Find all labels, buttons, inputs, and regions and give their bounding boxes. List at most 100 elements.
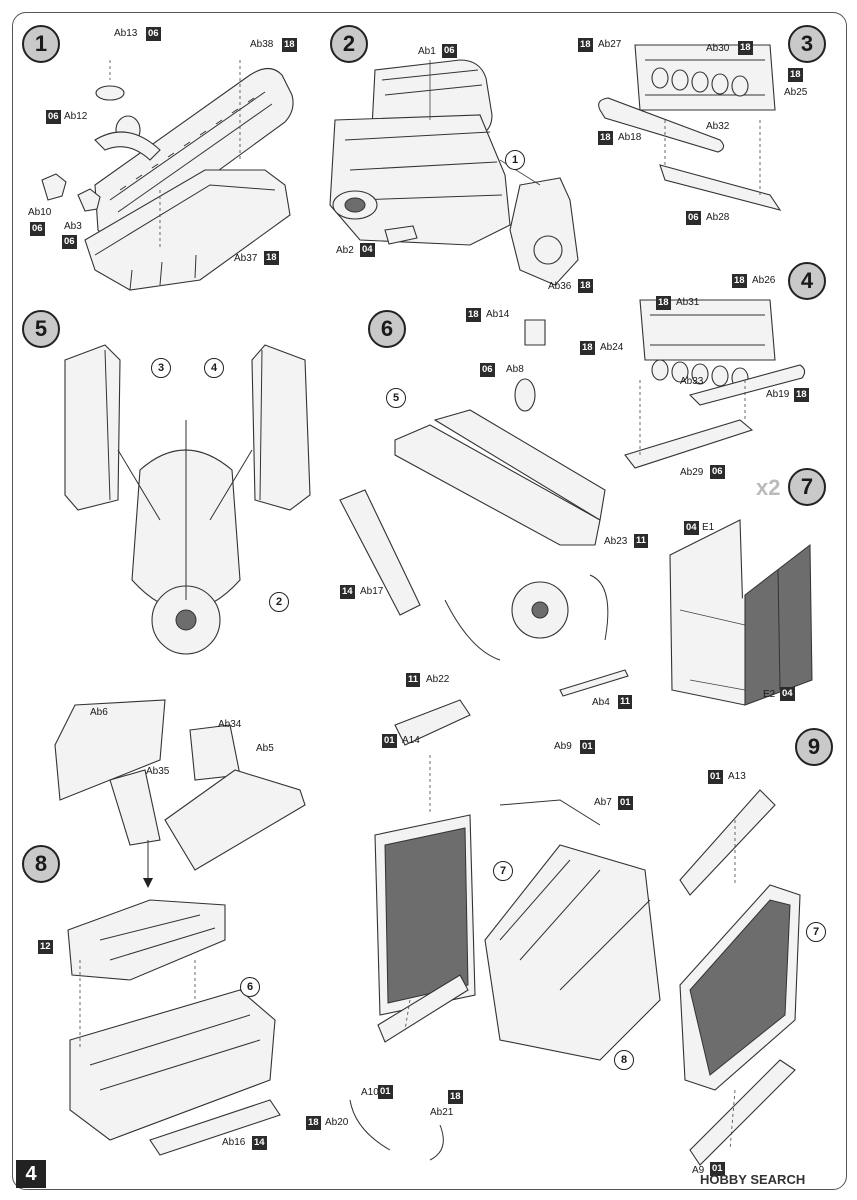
part-label: Ab31 xyxy=(676,297,700,308)
part-label: Ab10 xyxy=(28,207,52,218)
sprue-badge: 11 xyxy=(634,534,649,548)
part-label: Ab9 xyxy=(554,741,572,752)
sprue-badge: 06 xyxy=(46,110,61,124)
part-label: Ab28 xyxy=(706,212,730,223)
step-number-3: 3 xyxy=(788,25,826,63)
subassembly-callout: 5 xyxy=(386,388,406,408)
sprue-badge: 14 xyxy=(252,1136,267,1150)
part-label: Ab14 xyxy=(486,309,510,320)
part-label: Ab23 xyxy=(604,536,628,547)
sprue-badge: 18 xyxy=(578,38,593,52)
part-label: Ab20 xyxy=(325,1117,349,1128)
part-label: E2 xyxy=(763,689,776,700)
part-label: Ab26 xyxy=(752,275,776,286)
sprue-badge: 01 xyxy=(378,1085,393,1099)
sprue-badge: 18 xyxy=(282,38,297,52)
step3-drawing xyxy=(598,44,782,211)
part-label: Ab13 xyxy=(114,28,138,39)
sprue-badge: 01 xyxy=(580,740,595,754)
subassembly-callout: 1 xyxy=(505,150,525,170)
sprue-badge: 18 xyxy=(656,296,671,310)
part-label: A13 xyxy=(728,771,746,782)
subassembly-callout: 2 xyxy=(269,592,289,612)
step5-drawing xyxy=(64,344,311,655)
sprue-badge: 18 xyxy=(578,279,593,293)
step-number-1: 1 xyxy=(22,25,60,63)
part-label: Ab17 xyxy=(360,586,384,597)
subassembly-callout: 4 xyxy=(204,358,224,378)
sprue-badge: 18 xyxy=(794,388,809,402)
sprue-badge: 06 xyxy=(62,235,77,249)
sprue-badge: 11 xyxy=(406,673,421,687)
sprue-badge: 12 xyxy=(38,940,53,954)
sprue-badge: 06 xyxy=(30,222,45,236)
part-label: Ab18 xyxy=(618,132,642,143)
part-label: Ab3 xyxy=(64,221,82,232)
step1-drawing xyxy=(41,60,294,291)
part-label: Ab6 xyxy=(90,707,108,718)
sprue-badge: 11 xyxy=(618,695,633,709)
sprue-badge: 06 xyxy=(710,465,725,479)
quantity-multiplier: x2 xyxy=(756,475,781,500)
step-number-5: 5 xyxy=(22,310,60,348)
part-label: Ab32 xyxy=(706,121,730,132)
subassembly-callout: 7 xyxy=(806,922,826,942)
sprue-badge: 06 xyxy=(686,211,701,225)
part-label: Ab12 xyxy=(64,111,88,122)
part-label: Ab29 xyxy=(680,467,704,478)
sprue-badge: 01 xyxy=(710,1162,725,1176)
part-label: Ab16 xyxy=(222,1137,246,1148)
step-number-6: 6 xyxy=(368,310,406,348)
part-label: Ab8 xyxy=(506,364,524,375)
sprue-badge: 04 xyxy=(684,521,699,535)
part-label: Ab2 xyxy=(336,245,354,256)
step-number-2: 2 xyxy=(330,25,368,63)
step9-drawing xyxy=(349,699,801,1166)
part-label: Ab5 xyxy=(256,743,274,754)
subassembly-callout: 8 xyxy=(614,1050,634,1070)
part-label: Ab19 xyxy=(766,389,790,400)
step4-drawing xyxy=(624,299,806,469)
page-border xyxy=(12,12,847,1190)
sprue-badge: 01 xyxy=(708,770,723,784)
sprue-badge: 18 xyxy=(598,131,613,145)
step-number-7: 7 xyxy=(788,468,826,506)
step7-drawing xyxy=(669,519,813,706)
sprue-badge: 01 xyxy=(618,796,633,810)
part-label: A9 xyxy=(692,1165,705,1176)
sprue-badge: 01 xyxy=(382,734,397,748)
page-number: 4 xyxy=(16,1160,46,1188)
part-label: Ab22 xyxy=(426,674,450,685)
part-label: Ab38 xyxy=(250,39,274,50)
step-number-4: 4 xyxy=(788,262,826,300)
part-label: Ab36 xyxy=(548,281,572,292)
part-label: Ab37 xyxy=(234,253,258,264)
sprue-badge: 18 xyxy=(264,251,279,265)
sprue-badge: 18 xyxy=(732,274,747,288)
part-label: Ab25 xyxy=(784,87,808,98)
subassembly-callout: 6 xyxy=(240,977,260,997)
part-label: Ab21 xyxy=(430,1107,454,1118)
sprue-badge: 04 xyxy=(360,243,375,257)
sprue-badge: 18 xyxy=(448,1090,463,1104)
step8-drawing xyxy=(54,699,306,1156)
sprue-badge: 06 xyxy=(146,27,161,41)
sprue-badge: 06 xyxy=(480,363,495,377)
watermark: HOBBY SEARCH xyxy=(700,1172,806,1187)
part-label: Ab30 xyxy=(706,43,730,54)
step-number-9: 9 xyxy=(795,728,833,766)
sprue-badge: 18 xyxy=(580,341,595,355)
step6-drawing xyxy=(339,319,629,697)
part-label: E1 xyxy=(702,522,715,533)
sprue-badge: 18 xyxy=(738,41,753,55)
part-label: Ab4 xyxy=(592,697,610,708)
sprue-badge: 04 xyxy=(780,687,795,701)
part-label: Ab7 xyxy=(594,797,612,808)
part-label: A14 xyxy=(402,735,420,746)
part-label: Ab24 xyxy=(600,342,624,353)
part-label: Ab34 xyxy=(218,719,242,730)
sprue-badge: 18 xyxy=(306,1116,321,1130)
subassembly-callout: 3 xyxy=(151,358,171,378)
